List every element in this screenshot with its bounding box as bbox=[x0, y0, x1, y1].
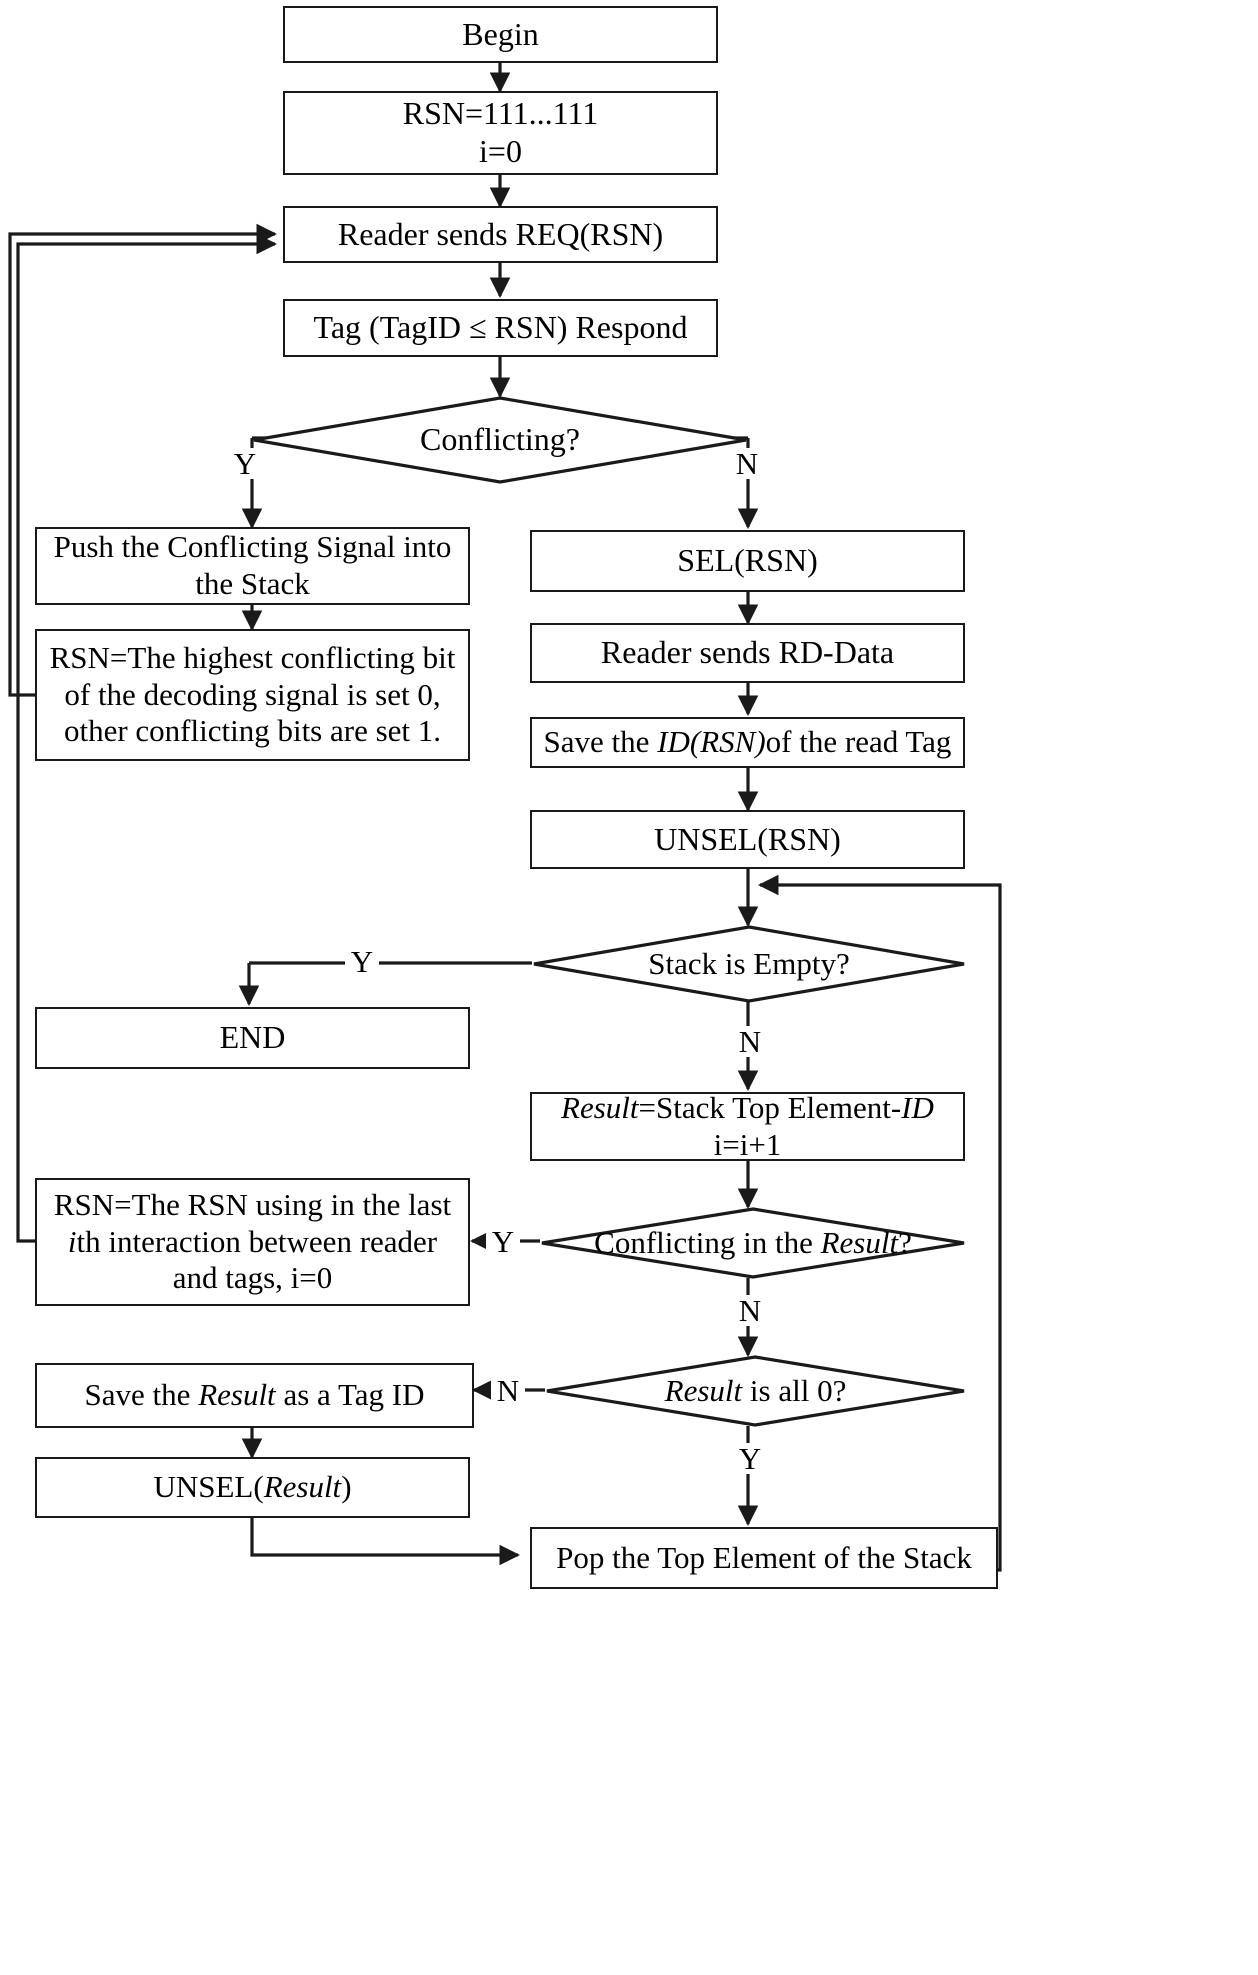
edge-label-result-zero-yes: Y bbox=[733, 1443, 767, 1474]
node-tag-respond[interactable]: Tag (TagID ≤ RSN) Respond bbox=[283, 299, 718, 357]
node-sel-rsn[interactable]: SEL(RSN) bbox=[530, 530, 965, 592]
node-save-id-rsn[interactable]: Save the ID(RSN)of the read Tag bbox=[530, 717, 965, 768]
node-result-all-zero-decision[interactable]: Result is all 0? bbox=[545, 1355, 966, 1427]
edge-label-stack-empty-no: N bbox=[733, 1026, 767, 1057]
node-stack-empty-label: Stack is Empty? bbox=[648, 945, 850, 981]
node-init[interactable]: RSN=111...111 i=0 bbox=[283, 91, 718, 175]
node-begin[interactable]: Begin bbox=[283, 6, 718, 63]
node-reader-sends-rd-data[interactable]: Reader sends RD-Data bbox=[530, 623, 965, 683]
node-conflicting-label: Conflicting? bbox=[420, 421, 580, 458]
edge-label-conflict-result-no: N bbox=[733, 1295, 767, 1326]
node-tag-respond-label: Tag (TagID ≤ RSN) Respond bbox=[313, 309, 688, 346]
node-reader-sends-rd-data-label: Reader sends RD-Data bbox=[600, 634, 895, 671]
node-reader-sends-req[interactable]: Reader sends REQ(RSN) bbox=[283, 206, 718, 263]
node-unsel-result-label: UNSEL(Result) bbox=[153, 1469, 352, 1505]
node-end[interactable]: END bbox=[35, 1007, 470, 1069]
diamond-shape bbox=[253, 396, 747, 484]
node-pop-top-element[interactable]: Pop the Top Element of the Stack bbox=[530, 1527, 998, 1589]
edge-label-conflicting-no: N bbox=[730, 448, 764, 479]
node-save-result-as-tag-id-label: Save the Result as a Tag ID bbox=[84, 1377, 425, 1413]
node-push-conflicting-signal-label: Push the Conflicting Signal into the Sta… bbox=[53, 529, 452, 601]
node-begin-label: Begin bbox=[462, 15, 539, 52]
node-push-conflicting-signal[interactable]: Push the Conflicting Signal into the Sta… bbox=[35, 527, 470, 605]
node-sel-rsn-label: SEL(RSN) bbox=[677, 542, 818, 579]
node-unsel-result[interactable]: UNSEL(Result) bbox=[35, 1457, 470, 1518]
edge-label-stack-empty-yes: Y bbox=[345, 946, 379, 977]
node-conflicting-decision[interactable]: Conflicting? bbox=[252, 396, 748, 484]
node-unsel-rsn-label: UNSEL(RSN) bbox=[654, 820, 841, 857]
node-result-all-zero-label: Result is all 0? bbox=[664, 1372, 847, 1408]
node-rsn-update[interactable]: RSN=The highest conflicting bit of the d… bbox=[35, 629, 470, 761]
node-init-label: RSN=111...111 i=0 bbox=[402, 95, 599, 169]
edge-label-conflicting-yes: Y bbox=[228, 448, 262, 479]
node-pop-top-element-label: Pop the Top Element of the Stack bbox=[556, 1539, 972, 1575]
node-end-label: END bbox=[219, 1019, 286, 1056]
node-save-result-as-tag-id[interactable]: Save the Result as a Tag ID bbox=[35, 1363, 474, 1428]
node-conflicting-in-result-label: Conflicting in the Result? bbox=[594, 1224, 912, 1260]
node-stack-empty-decision[interactable]: Stack is Empty? bbox=[532, 925, 966, 1003]
node-reader-sends-req-label: Reader sends REQ(RSN) bbox=[337, 215, 664, 252]
edge-label-result-zero-no: N bbox=[491, 1375, 525, 1406]
node-rsn-update-label: RSN=The highest conflicting bit of the d… bbox=[49, 640, 456, 749]
node-conflicting-in-result-decision[interactable]: Conflicting in the Result? bbox=[540, 1207, 966, 1279]
edge-label-conflict-result-yes: Y bbox=[486, 1226, 520, 1257]
node-unsel-rsn[interactable]: UNSEL(RSN) bbox=[530, 810, 965, 869]
node-save-id-rsn-label: Save the ID(RSN)of the read Tag bbox=[543, 724, 952, 760]
